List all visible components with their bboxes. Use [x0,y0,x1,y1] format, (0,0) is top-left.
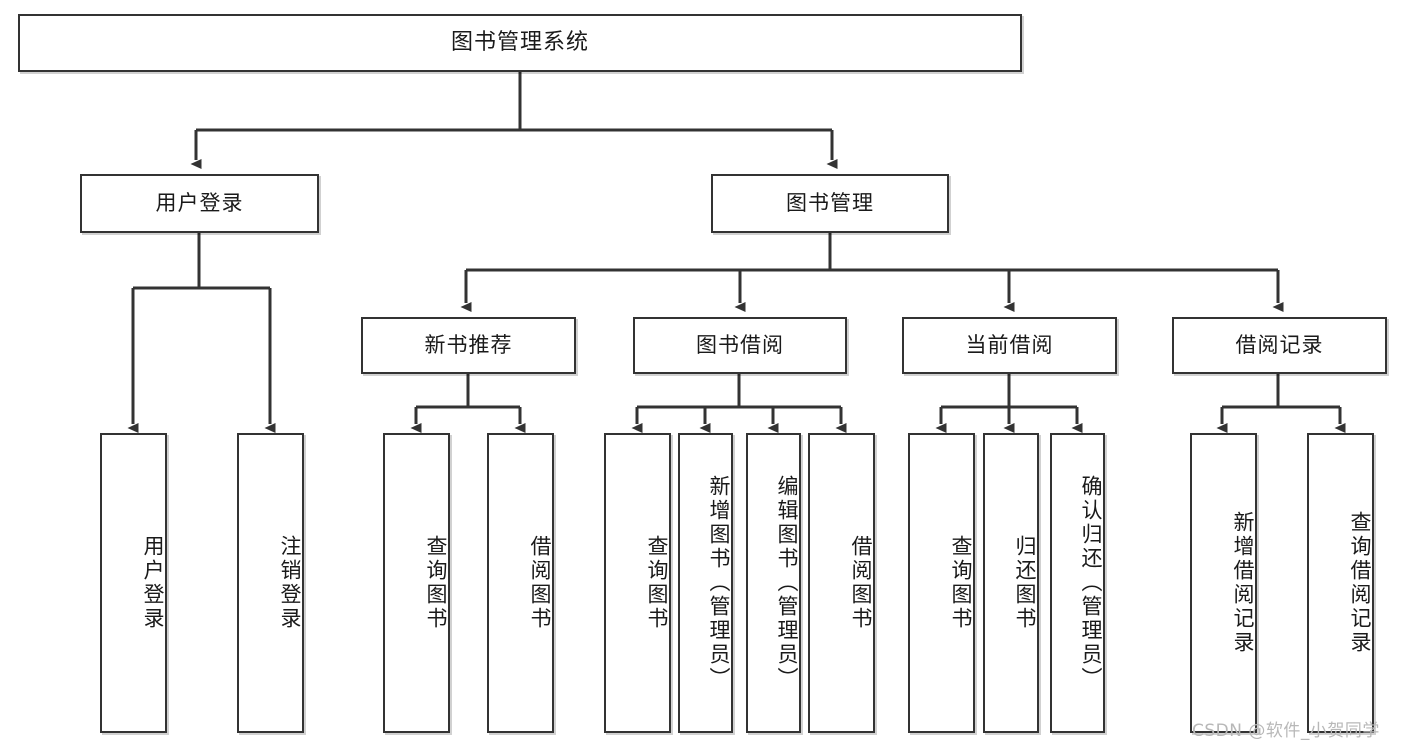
leaf-query-book-1[interactable]: 查询图书 [383,433,450,733]
node-book-manage[interactable]: 图书管理 [711,174,949,233]
node-label: 新增图书（管理员） [707,475,731,691]
node-label: 查询借阅记录 [1348,511,1372,655]
leaf-return-book[interactable]: 归还图书 [983,433,1039,733]
node-label: 新增借阅记录 [1231,511,1255,655]
leaf-borrow-book-2[interactable]: 借阅图书 [808,433,875,733]
node-label: 图书管理系统 [450,29,589,55]
csdn-watermark: CSDN @软件_小贺同学 [1192,721,1380,741]
node-label: 归还图书 [1013,535,1037,631]
node-new-book-recommend[interactable]: 新书推荐 [361,317,576,374]
node-label: 编辑图书（管理员） [775,475,799,691]
node-label: 借阅图书 [849,535,873,631]
leaf-add-book[interactable]: 新增图书（管理员） [678,433,733,733]
node-label: 用户登录 [141,535,165,631]
node-label: 查询图书 [424,535,448,631]
node-current-borrow[interactable]: 当前借阅 [902,317,1117,374]
node-borrow-record[interactable]: 借阅记录 [1172,317,1387,374]
node-label: 当前借阅 [965,332,1054,357]
node-label: 查询图书 [645,535,669,631]
leaf-borrow-book-1[interactable]: 借阅图书 [487,433,554,733]
node-label: 借阅记录 [1235,332,1324,357]
node-label: 借阅图书 [528,535,552,631]
node-root-system[interactable]: 图书管理系统 [18,14,1022,72]
leaf-query-book-2[interactable]: 查询图书 [604,433,671,733]
node-label: 图书借阅 [696,332,784,357]
leaf-query-record[interactable]: 查询借阅记录 [1307,433,1374,733]
node-label: 确认归还（管理员） [1079,475,1103,691]
node-label: 注销登录 [278,535,302,631]
node-user-login[interactable]: 用户登录 [80,174,319,233]
leaf-user-login[interactable]: 用户登录 [100,433,167,733]
node-book-borrow[interactable]: 图书借阅 [633,317,847,374]
node-label: 查询图书 [949,535,973,631]
leaf-confirm-return[interactable]: 确认归还（管理员） [1050,433,1105,733]
leaf-logout-login[interactable]: 注销登录 [237,433,304,733]
node-label: 图书管理 [786,190,874,215]
leaf-add-record[interactable]: 新增借阅记录 [1190,433,1257,733]
node-label: 用户登录 [155,190,244,215]
leaf-edit-book[interactable]: 编辑图书（管理员） [746,433,801,733]
leaf-query-book-3[interactable]: 查询图书 [908,433,975,733]
node-label: 新书推荐 [424,332,513,357]
